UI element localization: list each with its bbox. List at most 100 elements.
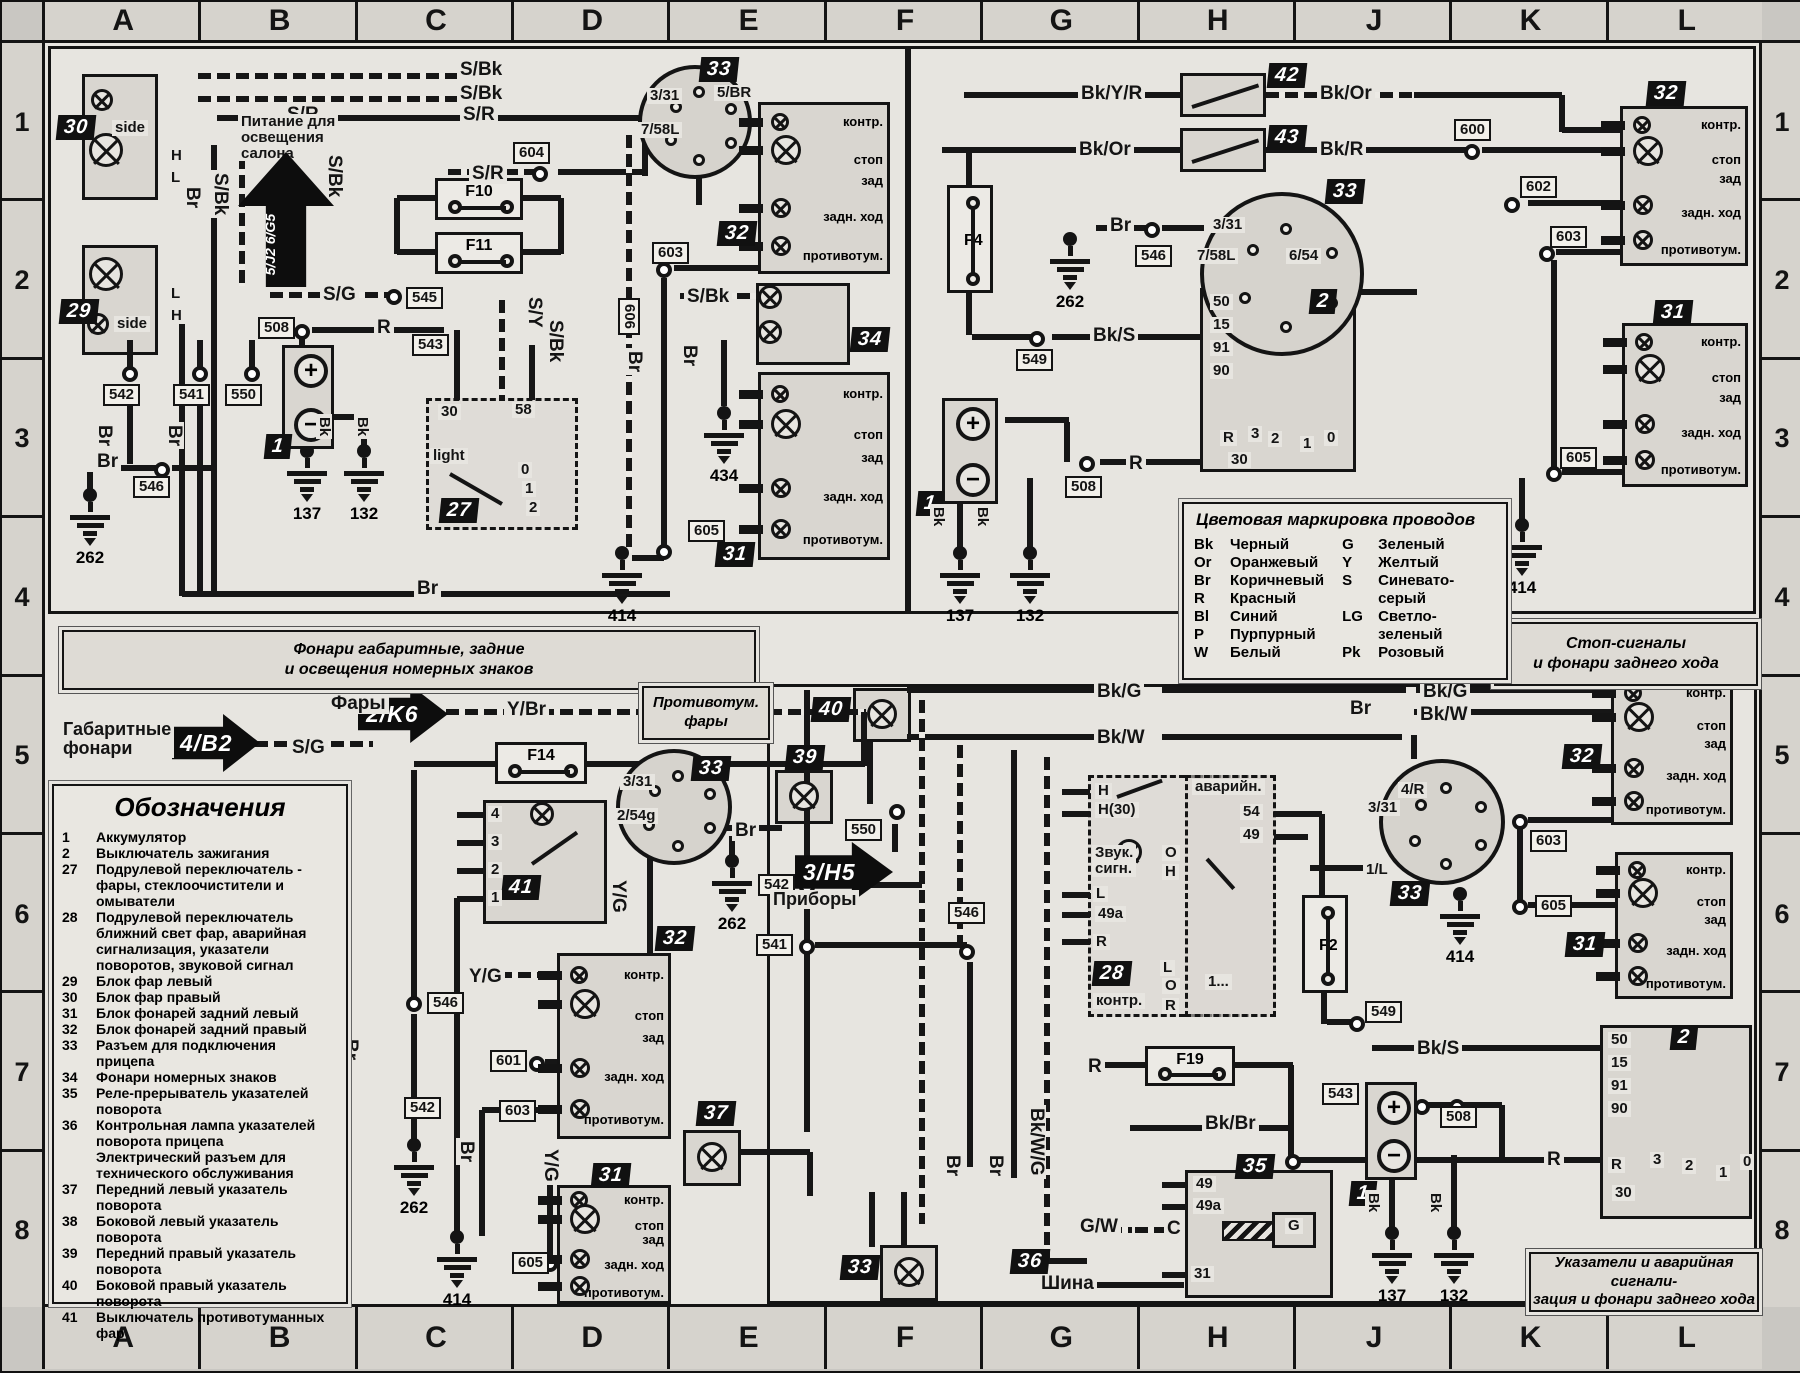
- wire-label: S/Bk: [210, 170, 231, 219]
- battery-plus: +: [1377, 1091, 1411, 1125]
- connector-node: [656, 544, 672, 560]
- color-name: Синевато- серый: [1378, 572, 1455, 607]
- wire: [647, 838, 653, 955]
- wire-label: Bk/Y/R: [1078, 84, 1146, 104]
- wire: [1062, 811, 1090, 817]
- color-code: G: [1342, 536, 1354, 553]
- wire-label: 3/31: [647, 88, 683, 104]
- lamp-row-label: противотум.: [582, 1111, 665, 1127]
- component-badge: 32: [654, 926, 696, 951]
- wire-label: L: [168, 286, 184, 302]
- legend-item-number: 40: [62, 1277, 78, 1293]
- terminal-stub: [1596, 939, 1620, 949]
- lamp-icon: [867, 699, 897, 729]
- wire-label: Br: [679, 342, 700, 370]
- lamp-row-label: задн. ход: [1665, 942, 1727, 958]
- wire: [1047, 1258, 1087, 1264]
- connector-node: [1079, 456, 1095, 472]
- grid-number-right: 6: [1762, 831, 1800, 993]
- grid-letter-bottom: D: [511, 1307, 670, 1369]
- terminal-stub: [1603, 456, 1627, 466]
- legend-item-number: 41: [62, 1309, 78, 1325]
- legend-item-number: 1: [62, 829, 70, 845]
- connector-number-box: 550: [845, 819, 883, 841]
- wire: [454, 330, 460, 400]
- color-name: Синий: [1230, 608, 1278, 625]
- wire-label: R: [1085, 1057, 1105, 1077]
- wire: [1357, 289, 1417, 295]
- terminal-stub: [739, 242, 763, 252]
- connector-number-box: 605: [688, 520, 726, 542]
- lamp-icon: [1635, 414, 1655, 435]
- terminal-stub: [1603, 364, 1627, 374]
- grid-number-left: 3: [2, 356, 42, 518]
- ground-number: 137: [1377, 1286, 1407, 1305]
- fuse-label: F14: [527, 747, 555, 764]
- lamp-icon: [1624, 791, 1644, 811]
- lamp-icon: [1628, 878, 1658, 909]
- wire: [127, 340, 133, 376]
- lamp-row-label: задн. ход: [603, 1257, 665, 1273]
- grid-letter-top: A: [42, 2, 201, 40]
- grid-letter-top: F: [823, 2, 983, 40]
- legend-item-number: [62, 1149, 96, 1181]
- wire: [479, 1110, 485, 1146]
- legend-item-number: 30: [62, 989, 78, 1005]
- wire-label: O: [1162, 845, 1180, 861]
- lamp-icon: [89, 133, 123, 167]
- connector-number-box: 549: [1365, 1001, 1403, 1023]
- connector-number-box: 546: [133, 476, 171, 498]
- connector-number-box: 546: [427, 992, 465, 1014]
- lamp-icon: [758, 320, 782, 344]
- wire: [1327, 1019, 1359, 1025]
- connector-number-box: 508: [258, 317, 296, 339]
- wire: [964, 92, 1182, 98]
- wire: [1162, 734, 1402, 740]
- lamp-icon: [570, 1098, 590, 1119]
- wire: [172, 465, 216, 471]
- connector-node: [959, 944, 975, 960]
- grid-number-left: 4: [2, 515, 42, 676]
- connector-number-box: 546: [1135, 245, 1173, 267]
- wire: [394, 198, 400, 254]
- socket-pin-dot: [1440, 857, 1452, 870]
- component-badge: 31: [714, 542, 756, 567]
- color-name: Желтый: [1378, 554, 1439, 571]
- wire: [1266, 147, 1474, 153]
- wire-label: 3: [1248, 426, 1263, 442]
- caption-stop-lamps: Стоп-сигналы и фонари заднего хода: [1494, 622, 1758, 686]
- connector-number-box: 549: [1016, 349, 1054, 371]
- ground-number: 262: [75, 548, 105, 567]
- component-badge: 2: [1669, 1025, 1699, 1050]
- wire-label: R: [1126, 454, 1146, 474]
- ground-number: 132: [349, 504, 379, 523]
- wire: [1100, 1062, 1147, 1068]
- wire: [1062, 892, 1090, 898]
- legend-item-text: Блок фонарей задний левый: [96, 1005, 299, 1021]
- wire: [957, 498, 963, 548]
- ground-number: 414: [1507, 578, 1537, 597]
- connector-number-box: 605: [1560, 447, 1598, 469]
- wire: [942, 147, 1182, 153]
- wire: [901, 1192, 907, 1247]
- ground-number: 137: [292, 504, 322, 523]
- wire-label: R: [1162, 998, 1179, 1014]
- wire-label: 30: [1612, 1185, 1635, 1201]
- wire-label: 30: [438, 404, 461, 420]
- component-badge: 33: [690, 756, 732, 781]
- wire-label: 6/54: [1286, 248, 1322, 264]
- wire-label: L: [1093, 886, 1109, 902]
- wire-label: H(30): [1095, 802, 1139, 818]
- lamp-row-label: контр.: [1699, 117, 1742, 132]
- legend-item-text: Разъем для подключения прицепа: [96, 1037, 276, 1069]
- wire: [1162, 687, 1406, 693]
- component-badge: 1: [263, 434, 293, 459]
- lamp-row-label: противотум.: [1659, 462, 1742, 478]
- wire-label: S/R: [460, 105, 498, 125]
